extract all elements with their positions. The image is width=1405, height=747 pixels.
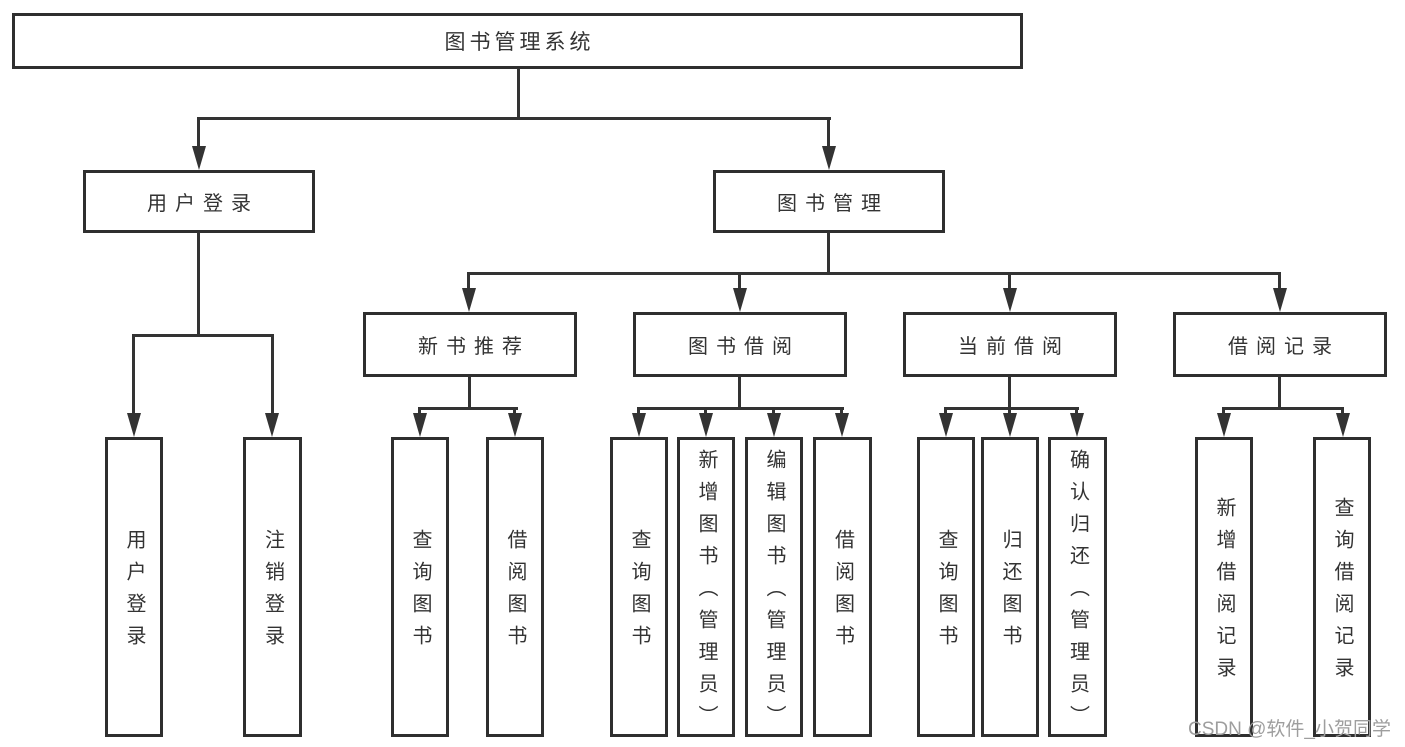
connector-rail-new-book — [418, 407, 518, 410]
connector-drop — [513, 407, 516, 415]
connector-drop — [1222, 407, 1225, 415]
node-label: 编辑图书（管理员） — [763, 449, 785, 737]
node-label: 借阅图书 — [504, 529, 526, 657]
node-label: 确认归还（管理员） — [1066, 449, 1089, 737]
leaf-query-books-3: 查询图书 — [917, 437, 975, 737]
arrow-down-icon — [835, 413, 849, 437]
connector-rail-user-login — [132, 334, 274, 337]
arrow-down-icon — [733, 288, 747, 312]
arrow-down-icon — [699, 413, 713, 437]
node-current-borrowing: 当前借阅 — [903, 312, 1117, 377]
arrow-down-icon — [1273, 288, 1287, 312]
leaf-user-login: 用户登录 — [105, 437, 163, 737]
connector-drop-leaf-user-login — [132, 334, 135, 415]
node-label: 查询借阅记录 — [1331, 497, 1353, 689]
node-book-borrowing: 图书借阅 — [633, 312, 847, 377]
connector-book-management-stem — [827, 232, 830, 275]
node-label: 图书管理系统 — [444, 31, 595, 54]
leaf-query-books-1: 查询图书 — [391, 437, 449, 737]
leaf-query-books-2: 查询图书 — [610, 437, 668, 737]
node-label: 查询图书 — [628, 529, 650, 657]
node-new-book-recommend: 新书推荐 — [363, 312, 577, 377]
leaf-add-book-admin: 新增图书（管理员） — [677, 437, 735, 737]
node-label: 注销登录 — [261, 529, 284, 657]
connector-drop — [418, 407, 421, 415]
node-label: 归还图书 — [999, 529, 1021, 657]
leaf-logout: 注销登录 — [243, 437, 302, 737]
connector-drop — [637, 407, 640, 415]
connector-rail-level2 — [197, 117, 831, 120]
connector-drop — [1341, 407, 1344, 415]
connector-drop — [944, 407, 947, 415]
connector-rail-current-borrowing — [944, 407, 1079, 410]
arrow-down-icon — [265, 413, 279, 437]
connector-drop-leaf-logout — [271, 334, 274, 415]
node-label: 当前借阅 — [958, 336, 1070, 358]
arrow-down-icon — [192, 146, 206, 170]
node-label: 用户登录 — [123, 529, 145, 657]
connector-drop — [840, 407, 843, 415]
connector-drop-book-management — [827, 117, 830, 150]
arrow-down-icon — [462, 288, 476, 312]
node-label: 查询图书 — [935, 529, 957, 657]
leaf-confirm-return-admin: 确认归还（管理员） — [1048, 437, 1107, 737]
arrow-down-icon — [127, 413, 141, 437]
node-book-management: 图书管理 — [713, 170, 945, 233]
connector-rail-borrowing-records — [1222, 407, 1344, 410]
leaf-return-book: 归还图书 — [981, 437, 1039, 737]
leaf-edit-book-admin: 编辑图书（管理员） — [745, 437, 803, 737]
connector-drop — [1008, 407, 1011, 415]
arrow-down-icon — [822, 146, 836, 170]
watermark: CSDN @软件_小贺同学 — [1188, 719, 1391, 740]
connector-drop-borrowing-records — [1278, 272, 1281, 292]
leaf-query-borrow-record: 查询借阅记录 — [1313, 437, 1371, 737]
arrow-down-icon — [508, 413, 522, 437]
arrow-down-icon — [1217, 413, 1231, 437]
node-label: 用户登录 — [147, 193, 259, 215]
arrow-down-icon — [413, 413, 427, 437]
node-label: 查询图书 — [409, 529, 431, 657]
node-library-system: 图书管理系统 — [12, 13, 1023, 69]
connector-drop-user-login — [197, 117, 200, 150]
arrow-down-icon — [767, 413, 781, 437]
node-label: 新书推荐 — [418, 336, 530, 358]
node-label: 图书管理 — [777, 193, 889, 215]
arrow-down-icon — [1070, 413, 1084, 437]
connector-drop — [772, 407, 775, 415]
leaf-borrow-books-1: 借阅图书 — [486, 437, 544, 737]
connector-drop — [1075, 407, 1078, 415]
connector-drop-new-book — [467, 272, 470, 292]
arrow-down-icon — [1336, 413, 1350, 437]
node-user-login: 用户登录 — [83, 170, 315, 233]
connector-borrowing-records-stem — [1278, 376, 1281, 410]
connector-drop-book-borrowing — [738, 272, 741, 292]
connector-user-login-stem — [197, 232, 200, 336]
connector-book-borrowing-stem — [738, 376, 741, 410]
connector-rail-book-borrowing — [637, 407, 844, 410]
connector-drop-current-borrowing — [1008, 272, 1011, 292]
leaf-borrow-books-2: 借阅图书 — [813, 437, 872, 737]
node-label: 借阅图书 — [831, 529, 854, 657]
arrow-down-icon — [632, 413, 646, 437]
connector-rail-level3 — [467, 272, 1281, 275]
connector-current-borrowing-stem — [1008, 376, 1011, 410]
connector-new-book-stem — [468, 376, 471, 410]
connector-root-stem — [517, 68, 520, 120]
node-label: 新增图书（管理员） — [695, 449, 717, 737]
node-label: 借阅记录 — [1228, 336, 1340, 358]
arrow-down-icon — [1003, 288, 1017, 312]
node-label: 图书借阅 — [688, 336, 800, 358]
arrow-down-icon — [939, 413, 953, 437]
leaf-add-borrow-record: 新增借阅记录 — [1195, 437, 1253, 737]
connector-drop — [704, 407, 707, 415]
node-borrowing-records: 借阅记录 — [1173, 312, 1387, 377]
node-label: 新增借阅记录 — [1213, 497, 1235, 689]
arrow-down-icon — [1003, 413, 1017, 437]
